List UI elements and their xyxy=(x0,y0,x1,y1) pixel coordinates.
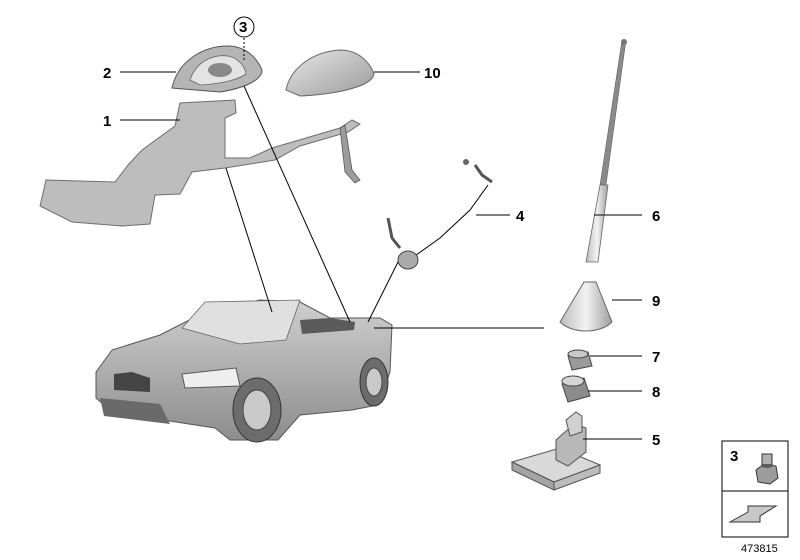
part-antenna-cable xyxy=(386,159,493,270)
callout-4: 4 xyxy=(516,208,525,225)
callout-2: 2 xyxy=(103,65,111,82)
image-number: 473815 xyxy=(741,543,778,555)
callout-6: 6 xyxy=(652,208,660,225)
part-antenna-film xyxy=(39,99,361,227)
leader-film-car xyxy=(225,167,273,313)
legend-nut-label: 3 xyxy=(730,448,738,465)
callout-7: 7 xyxy=(652,349,660,366)
direction-arrow-icon xyxy=(728,505,778,523)
callouts: 1 2 3 10 4 6 9 7 8 5 xyxy=(103,16,660,449)
legend-nut-box xyxy=(721,440,789,492)
part-fin-cover xyxy=(285,49,375,97)
part-amplifier xyxy=(510,411,602,491)
legend-panel: 3 473815 xyxy=(721,440,789,555)
part-nut xyxy=(561,375,591,403)
callout-5: 5 xyxy=(652,432,660,449)
callout-9: 9 xyxy=(652,293,660,310)
part-ring xyxy=(567,349,593,371)
leader-cable-car xyxy=(367,261,399,323)
callout-8: 8 xyxy=(652,384,660,401)
part-rod-antenna xyxy=(585,39,627,263)
car-illustration xyxy=(95,299,393,443)
nut-icon xyxy=(755,453,779,485)
callout-3: 3 xyxy=(239,19,247,36)
callout-1: 1 xyxy=(103,113,111,130)
callout-10: 10 xyxy=(424,65,441,82)
part-fin-base xyxy=(171,45,263,93)
leader-fin-car xyxy=(243,85,351,323)
part-cone xyxy=(559,281,613,332)
leader-lines xyxy=(120,38,642,440)
callout-3-circle xyxy=(233,16,255,38)
